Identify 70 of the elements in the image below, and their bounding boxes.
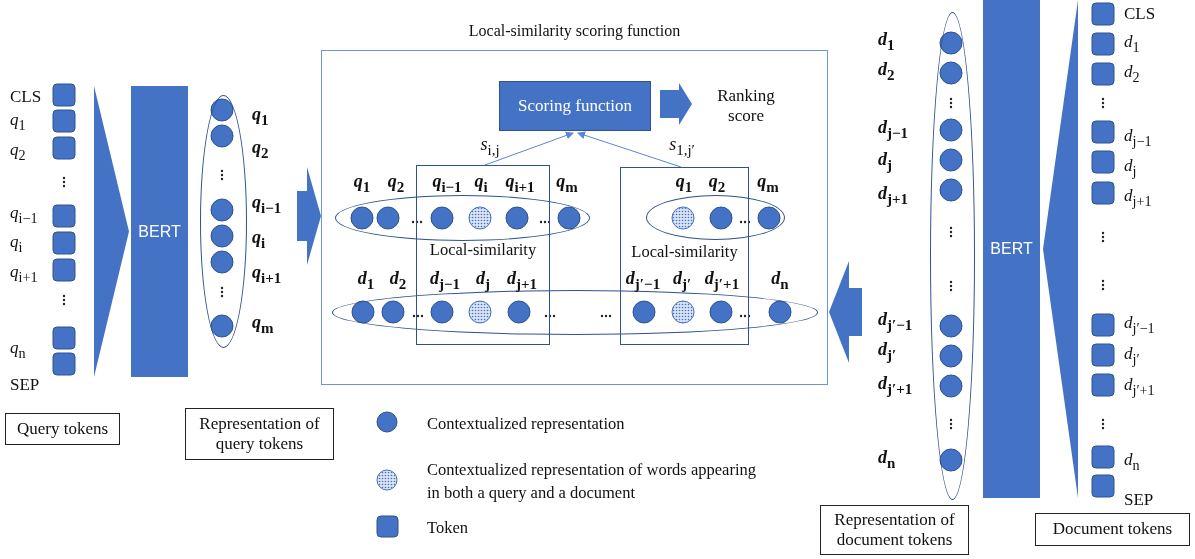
arrow bbox=[577, 131, 682, 168]
block-arrow bbox=[297, 167, 321, 265]
representation-label: d$_{2}$ bbox=[878, 60, 895, 84]
token-label: SEP bbox=[10, 376, 40, 394]
block-arrow bbox=[829, 261, 862, 363]
panel-title: Local-similarity scoring function bbox=[467, 21, 682, 41]
token-label: d$_{1}$ bbox=[1124, 33, 1140, 55]
token-label: q$_{i+1}$ bbox=[10, 263, 38, 285]
representation-label: d$_{1}$ bbox=[357, 269, 375, 293]
token-label: d$_{j+1}$ bbox=[1124, 187, 1152, 209]
scoring-function-box: Scoring function bbox=[499, 81, 651, 131]
representation-label: q$_{m}$ bbox=[252, 313, 274, 337]
caption-box: Document tokens bbox=[1035, 513, 1190, 546]
bert-block: BERT bbox=[131, 86, 188, 377]
representation-label: q$_{i}$ bbox=[252, 228, 266, 252]
representation-label: q$_{1}$ bbox=[675, 172, 693, 196]
representation-label: d$_{2}$ bbox=[389, 269, 407, 293]
token-label: d$_{j′−1}$ bbox=[1124, 314, 1155, 336]
representation-label: q$_{i−1}$ bbox=[432, 172, 462, 196]
token-label: d$_{2}$ bbox=[1124, 63, 1140, 85]
representation-label: d$_{j−1}$ bbox=[878, 118, 909, 142]
representation-label: q$_{i−1}$ bbox=[252, 193, 282, 217]
token-label: CLS bbox=[1124, 5, 1156, 23]
representation-label: d$_{1}$ bbox=[878, 30, 895, 54]
token-label: q$_{2}$ bbox=[10, 141, 26, 163]
representation-label: d$_{j′+1}$ bbox=[704, 269, 740, 293]
representation-label: d$_{j+1}$ bbox=[878, 184, 909, 208]
representation-label: q$_{2}$ bbox=[252, 138, 269, 162]
representation-label: q$_{2}$ bbox=[708, 172, 726, 196]
representation-label: d$_{j′+1}$ bbox=[878, 374, 913, 398]
representation-label: q$_{i}$ bbox=[474, 172, 488, 196]
caption-box: Query tokens bbox=[5, 413, 120, 445]
token-label: d$_{j′+1}$ bbox=[1124, 376, 1155, 398]
token-label: SEP bbox=[1124, 491, 1154, 509]
caption-box: Representation of query tokens bbox=[185, 408, 334, 460]
representation-label: q$_{2}$ bbox=[387, 172, 405, 196]
bert-block: BERT bbox=[983, 0, 1040, 498]
token-label: q$_{1}$ bbox=[10, 111, 26, 133]
triangle-arrow bbox=[94, 86, 129, 377]
block-arrow bbox=[660, 83, 692, 125]
legend-text: Contextualized representation bbox=[427, 413, 626, 435]
representation-label: q$_{1}$ bbox=[353, 172, 371, 196]
representation-label: d$_{j+1}$ bbox=[507, 269, 537, 293]
representation-label: q$_{1}$ bbox=[252, 105, 269, 129]
representation-label: q$_{m}$ bbox=[757, 172, 779, 196]
token-label: d$_{n}$ bbox=[1124, 451, 1140, 473]
arrow bbox=[484, 131, 574, 166]
representation-label: d$_{j′−1}$ bbox=[878, 310, 913, 334]
token-label: d$_{j′}$ bbox=[1124, 345, 1140, 367]
representation-label: d$_{n}$ bbox=[771, 269, 789, 293]
representation-label: d$_{n}$ bbox=[878, 448, 896, 472]
representation-label: q$_{m}$ bbox=[556, 172, 578, 196]
representation-label: d$_{j}$ bbox=[878, 150, 892, 174]
token-label: q$_{n}$ bbox=[10, 339, 26, 361]
representation-label: d$_{j}$ bbox=[476, 269, 490, 293]
token-label: q$_{i}$ bbox=[10, 233, 23, 255]
token-label: CLS bbox=[10, 88, 42, 106]
caption-box: Representation of document tokens bbox=[820, 505, 969, 555]
legend-text: Contextualized representation of words appearing in both a query and a document bbox=[427, 459, 757, 505]
representation-label: d$_{j′−1}$ bbox=[625, 269, 661, 293]
representation-label: q$_{i+1}$ bbox=[252, 263, 282, 287]
representation-label: d$_{j′}$ bbox=[672, 269, 692, 293]
token-label: d$_{j}$ bbox=[1124, 157, 1137, 179]
ranking-score-text: Ranking score bbox=[700, 82, 792, 130]
representation-label: d$_{j−1}$ bbox=[430, 269, 460, 293]
representation-label: d$_{j′}$ bbox=[878, 340, 897, 364]
token-label: d$_{j−1}$ bbox=[1124, 127, 1152, 149]
legend-text: Token bbox=[427, 517, 469, 539]
representation-label: q$_{i+1}$ bbox=[505, 172, 535, 196]
token-label: q$_{i−1}$ bbox=[10, 204, 38, 226]
